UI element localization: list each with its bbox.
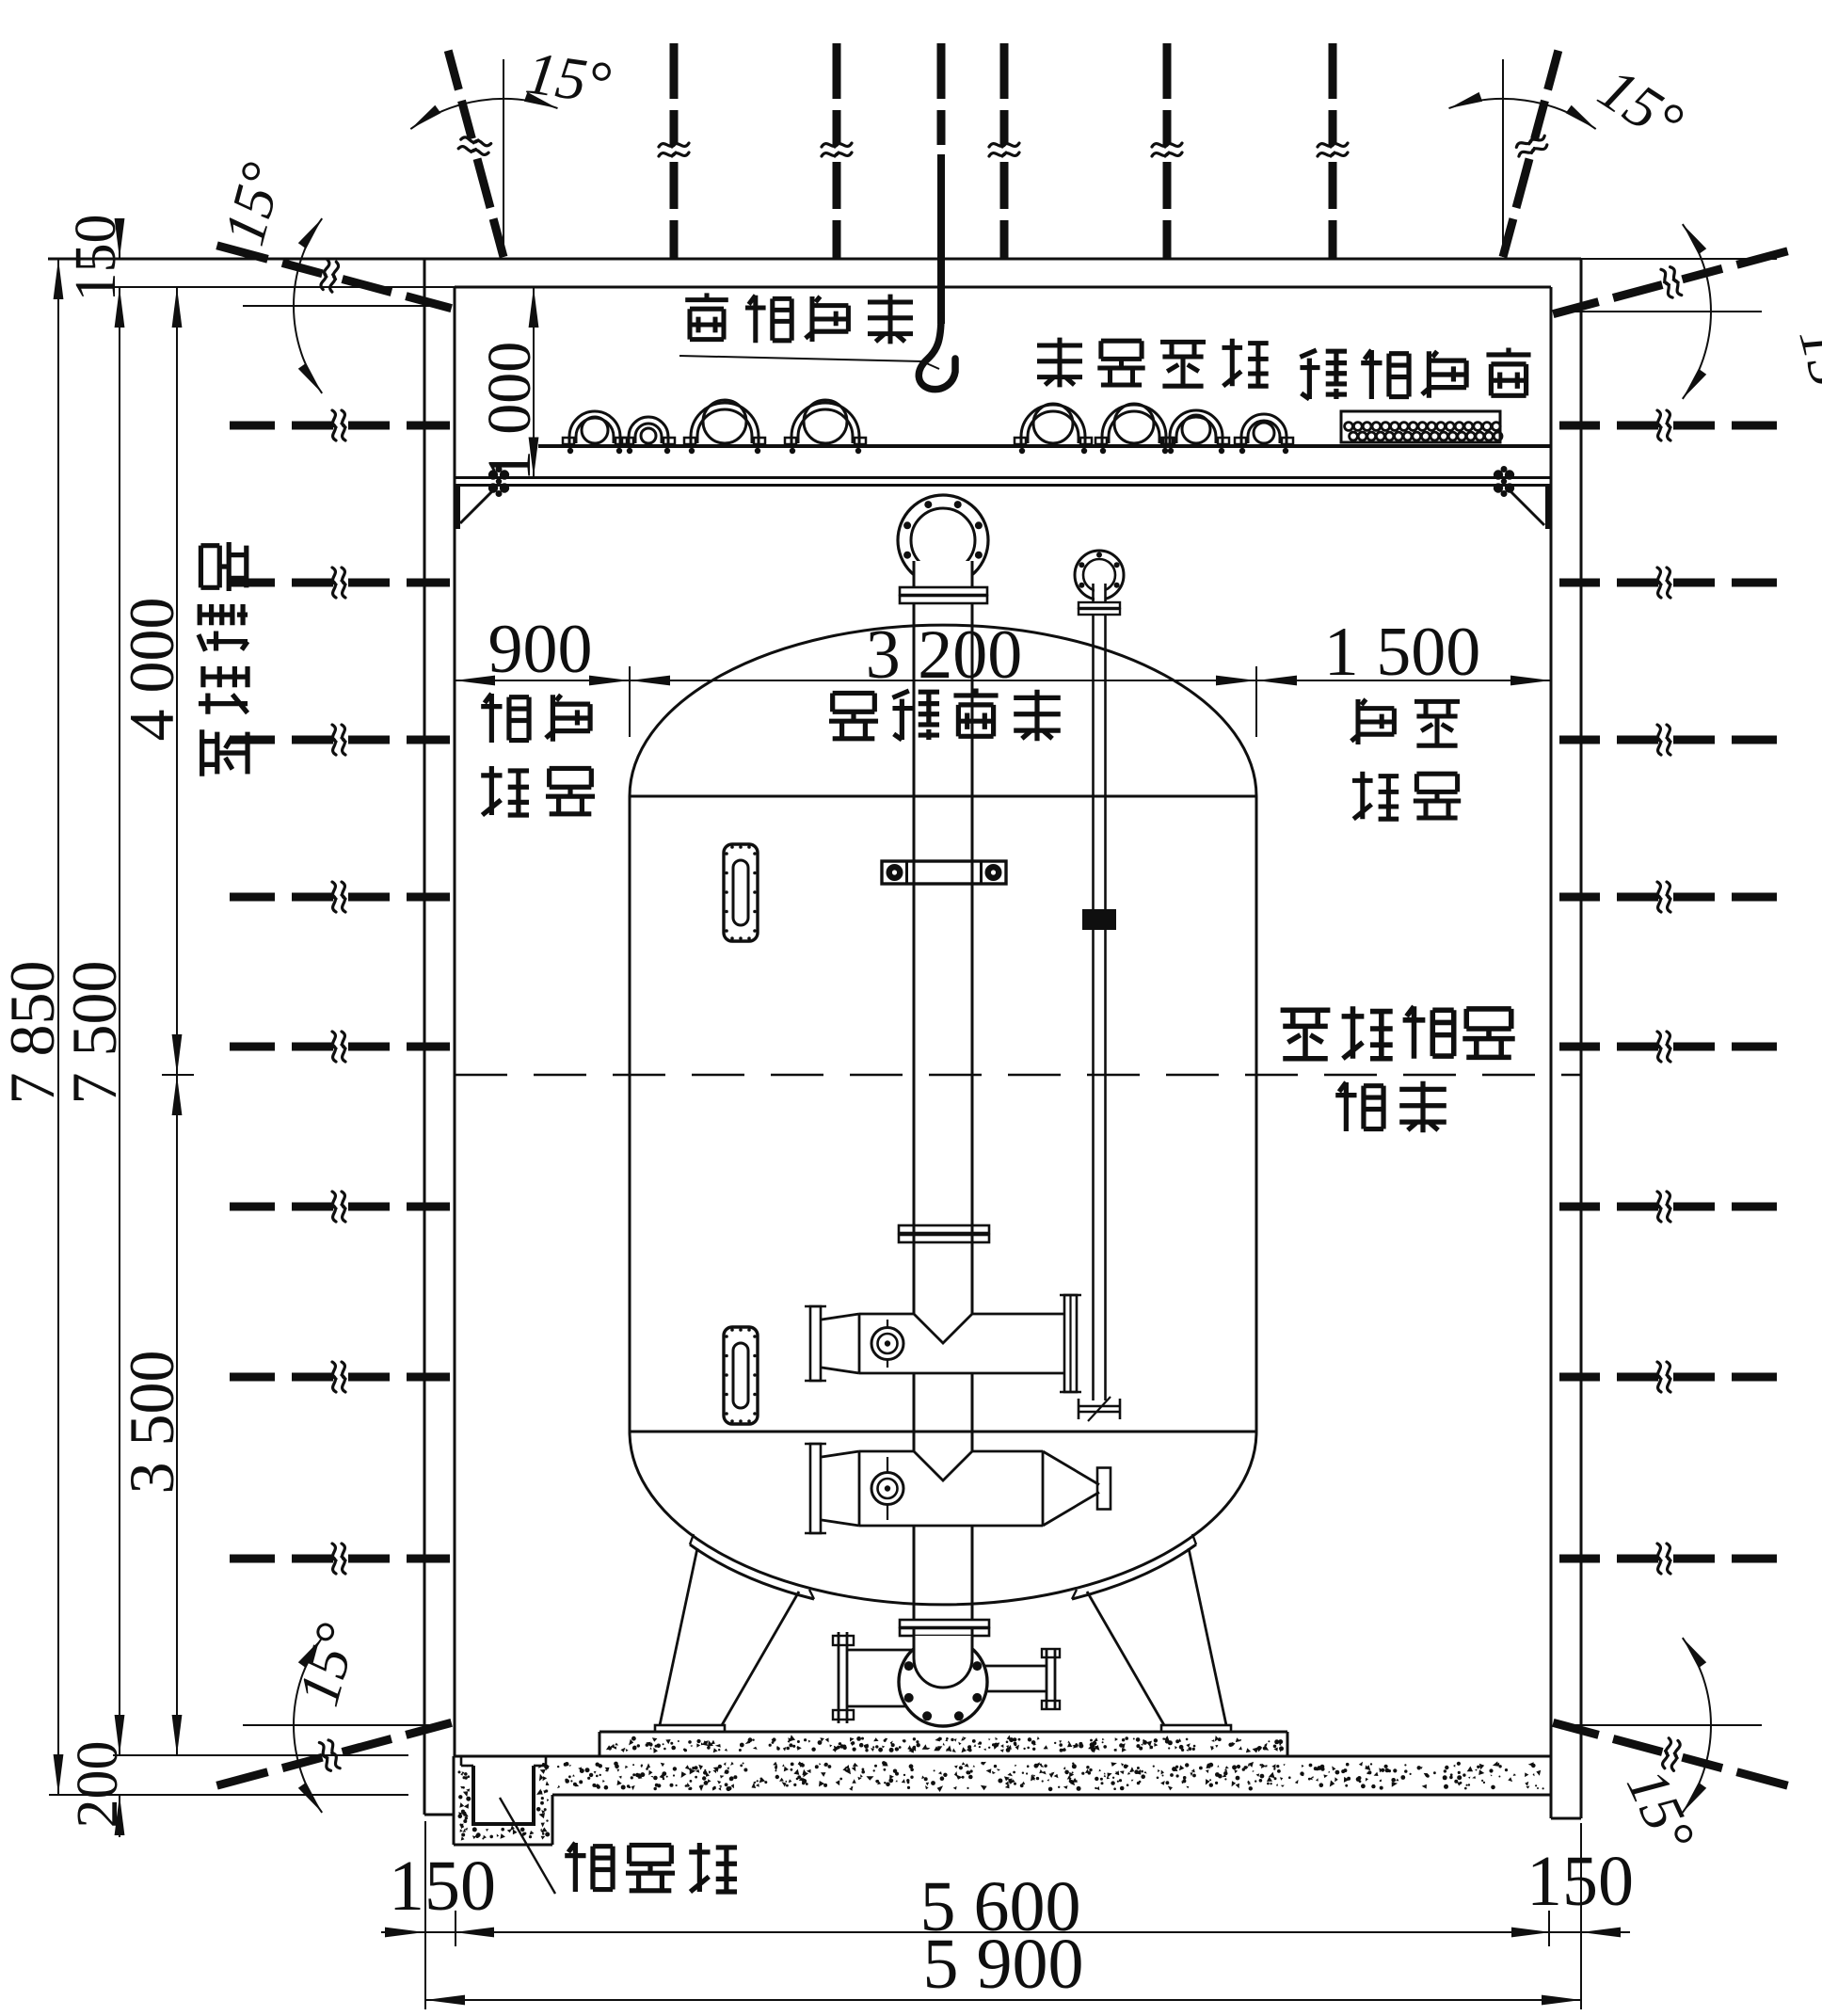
svg-text:900: 900 <box>488 611 593 688</box>
svg-text:1 000: 1 000 <box>475 342 544 482</box>
svg-text:3 500: 3 500 <box>116 1351 187 1495</box>
svg-text:150: 150 <box>389 1847 496 1926</box>
svg-text:4 000: 4 000 <box>116 598 187 742</box>
svg-text:3 200: 3 200 <box>866 616 1023 694</box>
svg-text:200: 200 <box>66 1741 130 1829</box>
svg-text:7 500: 7 500 <box>58 961 130 1105</box>
svg-text:150: 150 <box>64 215 128 302</box>
svg-text:15°: 15° <box>522 39 615 117</box>
svg-text:1 500: 1 500 <box>1324 614 1481 691</box>
svg-text:5 900: 5 900 <box>923 1925 1084 2004</box>
svg-text:7 850: 7 850 <box>0 961 68 1105</box>
svg-text:5 600: 5 600 <box>920 1867 1081 1946</box>
